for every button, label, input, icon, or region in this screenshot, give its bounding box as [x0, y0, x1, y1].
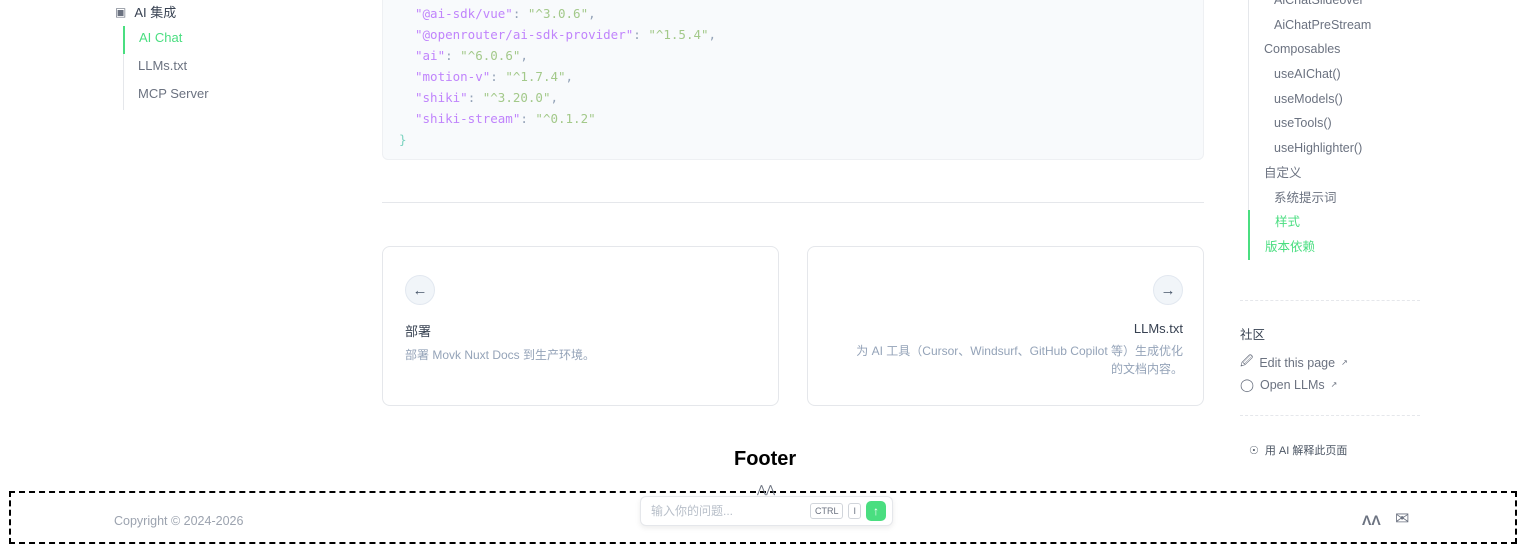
chat-input[interactable] — [651, 504, 805, 518]
divider — [382, 202, 1204, 203]
code-value: "^6.0.6" — [460, 48, 521, 63]
send-button[interactable]: ↑ — [866, 501, 886, 521]
prev-description: 部署 Movk Nuxt Docs 到生产环境。 — [405, 348, 596, 362]
kbd-ctrl: CTRL — [809, 503, 844, 519]
annotation-box — [9, 491, 1517, 544]
sidebar-section-title: AI 集成 — [134, 5, 177, 20]
sidebar-section-ai: ▣ AI 集成 — [115, 2, 176, 21]
code-line: "shiki": "^3.20.0", — [415, 90, 559, 105]
code-closing-brace: } — [399, 132, 407, 147]
open-llms-label: Open LLMs — [1260, 377, 1325, 392]
logo-icon: ⋀⋀ — [757, 484, 776, 496]
copyright: Copyright © 2024-2026 — [114, 514, 244, 528]
ai-chat-bar: CTRL I ↑ — [640, 496, 893, 526]
sidebar-list: AI Chat LLMs.txt MCP Server — [123, 26, 209, 110]
sidebar-item-mcp[interactable]: MCP Server — [138, 86, 209, 101]
community-title: 社区 — [1240, 328, 1266, 342]
chat-bubble-icon: ◯ — [1240, 378, 1254, 392]
edit-page-link[interactable]: 🖉Edit this page↗ — [1240, 352, 1348, 373]
sidebar-item-llms[interactable]: LLMs.txt — [138, 58, 188, 73]
code-key: "ai" — [415, 48, 446, 63]
code-block: "@ai-sdk/vue": "^3.0.6", "@openrouter/ai-… — [382, 0, 1204, 160]
divider — [1240, 300, 1420, 301]
code-value: "^3.20.0" — [482, 90, 551, 105]
sidebar-item-ai-chat[interactable]: AI Chat — [123, 26, 209, 54]
code-key: "motion-v" — [415, 69, 491, 84]
divider — [1240, 415, 1420, 416]
toc-item[interactable]: 样式 — [1248, 210, 1428, 235]
code-key: "@openrouter/ai-sdk-provider" — [415, 27, 634, 42]
arrow-right-icon: → — [1153, 275, 1183, 305]
ai-icon: ☉ — [1249, 444, 1259, 457]
robot-icon: ▣ — [115, 4, 127, 19]
code-line: "@ai-sdk/vue": "^3.0.6", — [415, 6, 596, 21]
code-value: "^1.7.4" — [505, 69, 566, 84]
toc-item[interactable]: AiChatPreStream — [1274, 17, 1372, 32]
code-key: "shiki-stream" — [415, 111, 521, 126]
open-llms-link[interactable]: ◯Open LLMs↗ — [1240, 377, 1338, 393]
next-title: LLMs.txt — [1133, 321, 1183, 336]
explain-label: 用 AI 解释此页面 — [1264, 445, 1348, 457]
arrow-left-icon: ← — [405, 275, 435, 305]
annotation-label: Footer — [734, 448, 797, 470]
toc-item[interactable]: useHighlighter() — [1274, 141, 1363, 156]
file-edit-icon: 🖉 — [1240, 354, 1254, 368]
code-line: "ai": "^6.0.6", — [415, 48, 528, 63]
kbd-i: I — [848, 503, 861, 519]
code-line: "motion-v": "^1.7.4", — [415, 69, 574, 84]
toc-item[interactable]: useModels() — [1274, 91, 1343, 106]
toc-item[interactable]: 版本依赖 — [1248, 234, 1428, 260]
toc-item[interactable]: useAIChat() — [1274, 67, 1341, 82]
toc-item[interactable]: useTools() — [1274, 116, 1332, 131]
code-value: "^3.0.6" — [527, 6, 589, 21]
explain-with-ai-button[interactable]: ☉ 用 AI 解释此页面 — [1249, 442, 1347, 458]
next-page-card[interactable]: → LLMs.txt 为 AI 工具（Cursor、Windsurf、GitHu… — [807, 246, 1204, 406]
code-key: "shiki" — [415, 90, 468, 105]
code-line: "@openrouter/ai-sdk-provider": "^1.5.4", — [415, 27, 717, 42]
mail-icon[interactable]: ✉ — [1395, 509, 1410, 528]
code-value: "^0.1.2" — [535, 111, 596, 126]
prev-page-card[interactable]: ← 部署 部署 Movk Nuxt Docs 到生产环境。 — [382, 246, 779, 406]
code-key: "@ai-sdk/vue" — [415, 6, 513, 21]
code-line: "shiki-stream": "^0.1.2" — [415, 111, 596, 126]
toc-item[interactable]: 自定义 — [1264, 165, 1302, 180]
prev-title: 部署 — [405, 324, 432, 339]
edit-label: Edit this page — [1259, 355, 1336, 370]
toc-item[interactable]: Composables — [1264, 42, 1341, 57]
toc-item[interactable]: 系统提示词 — [1274, 190, 1337, 205]
nuxt-logo-icon[interactable]: ΛΛ — [1362, 512, 1381, 528]
code-value: "^1.5.4" — [648, 27, 709, 42]
toc-item[interactable]: AiChatSlideover — [1274, 0, 1364, 7]
next-description: 为 AI 工具（Cursor、Windsurf、GitHub Copilot 等… — [856, 344, 1183, 376]
